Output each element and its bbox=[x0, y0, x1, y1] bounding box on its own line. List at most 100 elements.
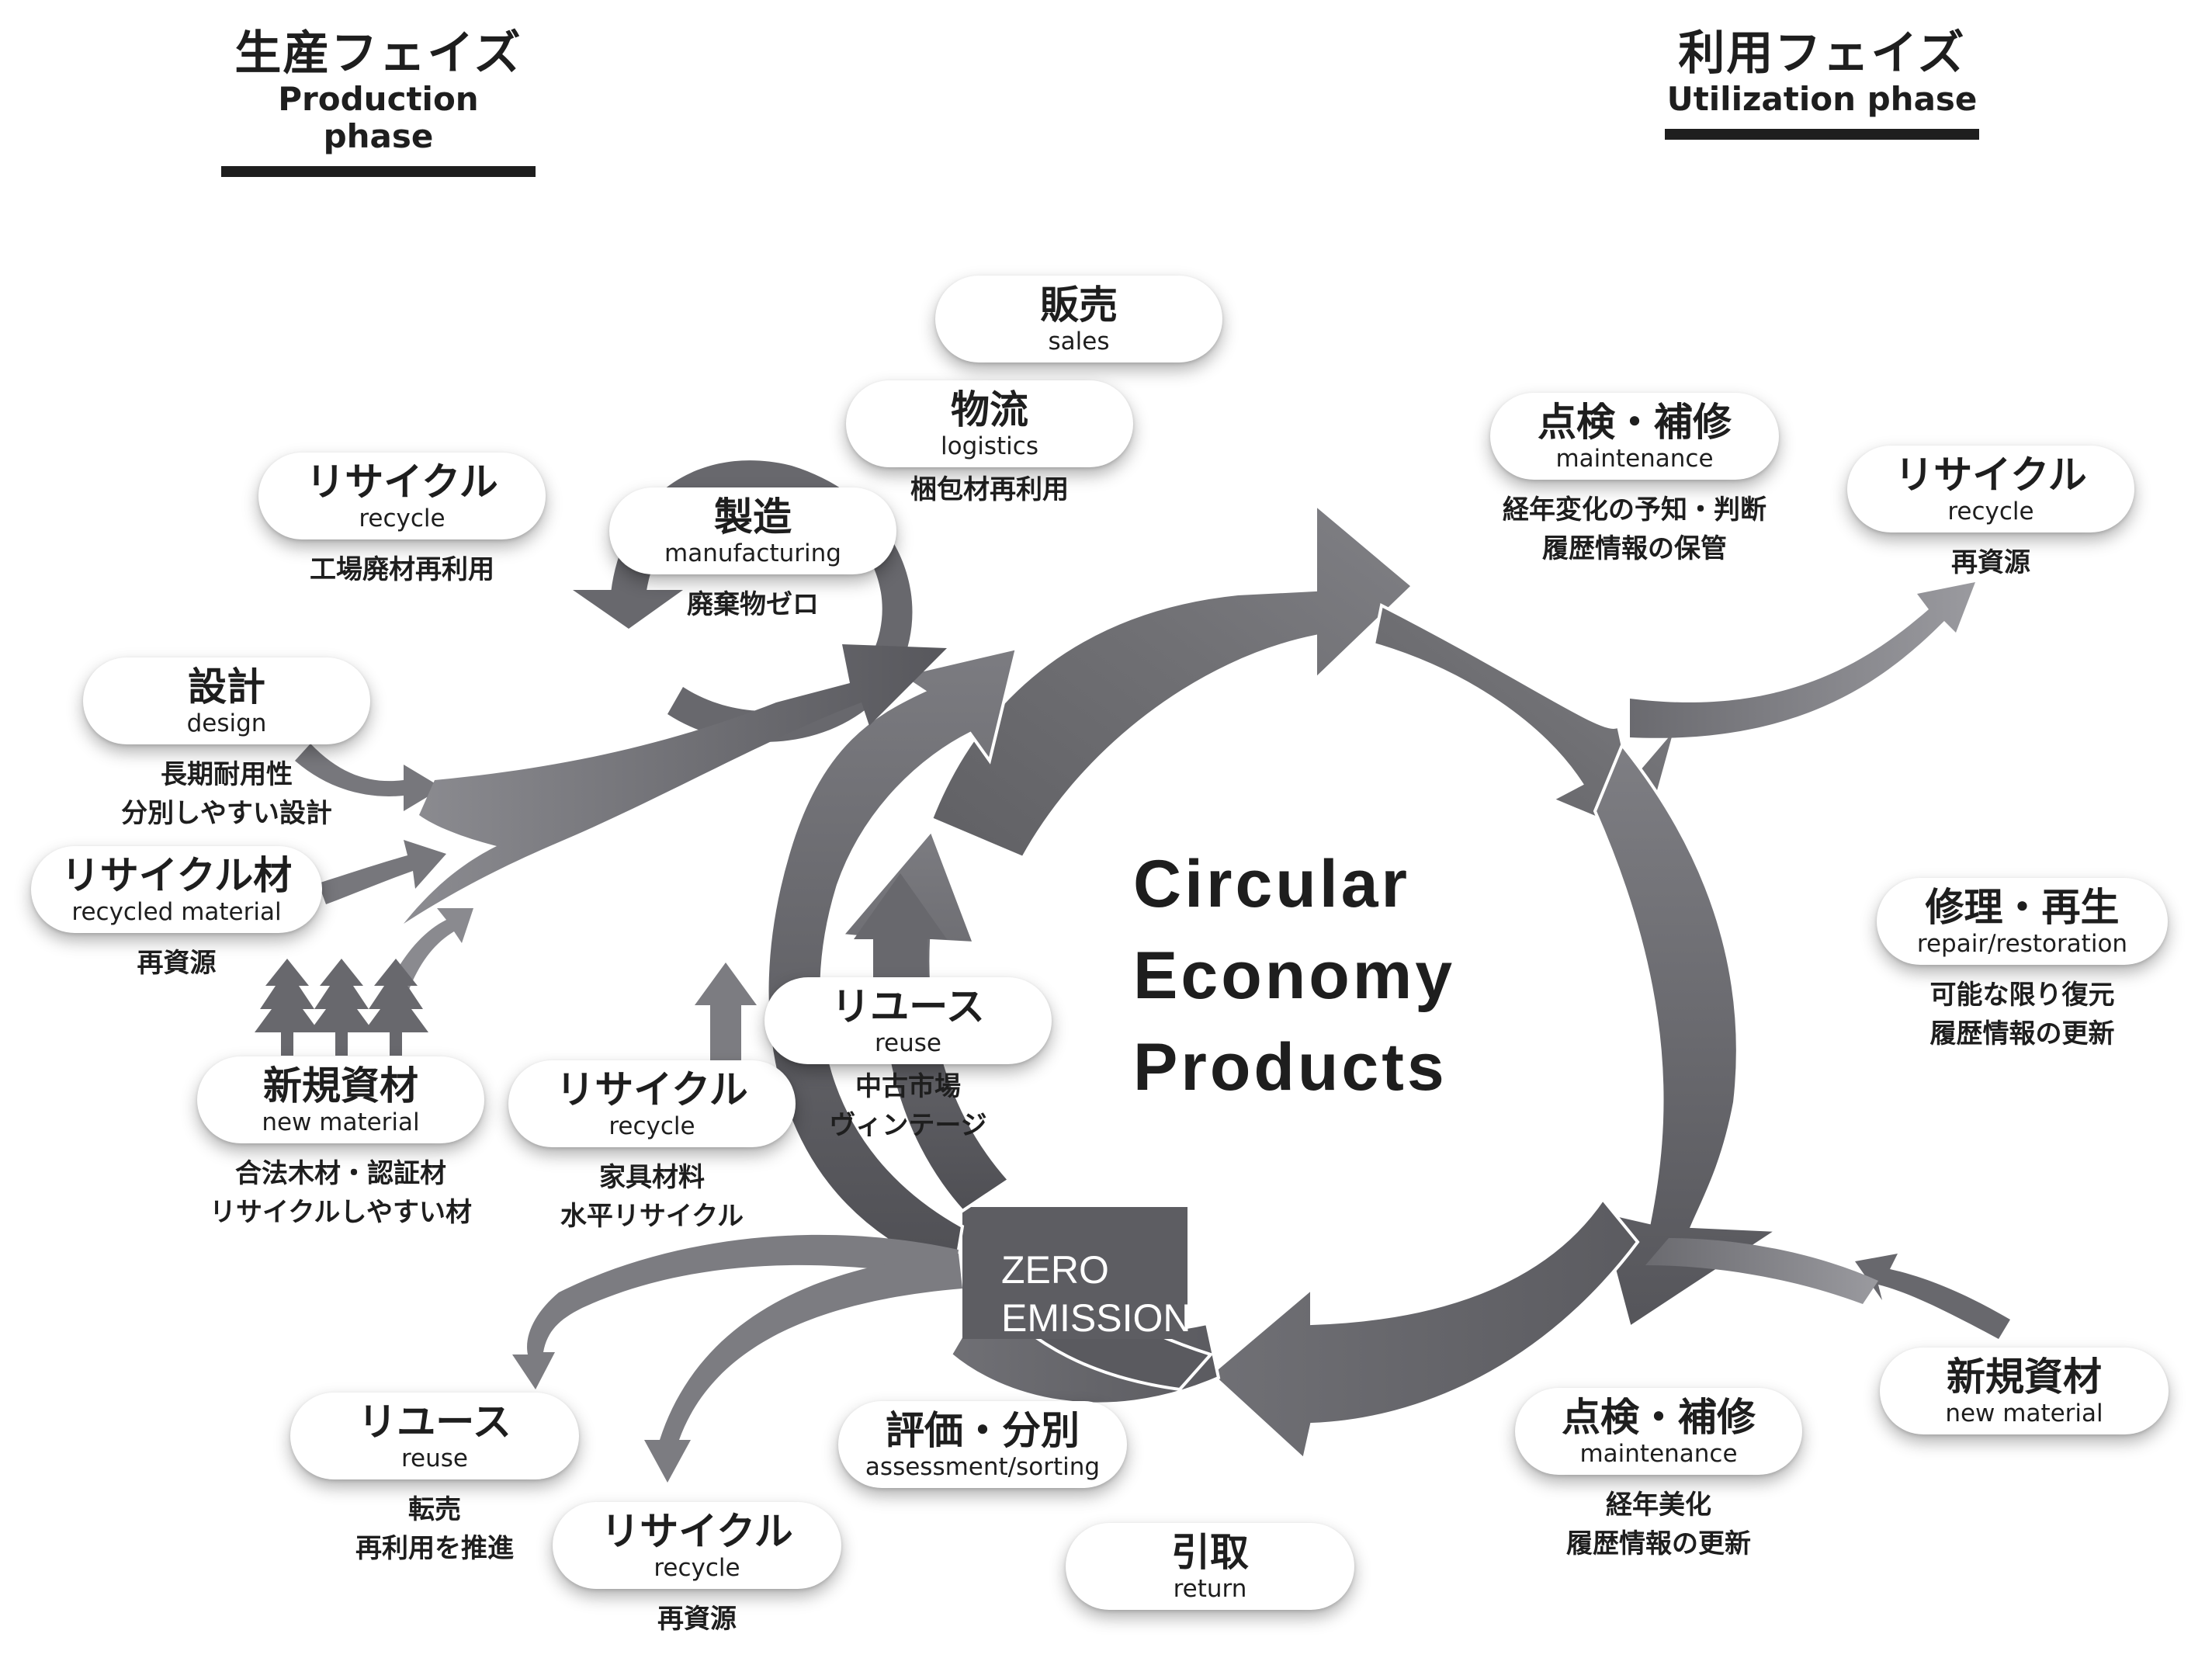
zero-emission-line1: ZERO bbox=[1001, 1248, 1109, 1292]
reuse-resale-note-1: 転売 bbox=[408, 1494, 461, 1525]
center-title-line2: Economy bbox=[1133, 938, 1456, 1013]
new-material-right-jp: 新規資材 bbox=[1947, 1354, 2102, 1400]
reuse-resale-pill: リユース reuse bbox=[290, 1393, 579, 1479]
reuse-vintage-note-2: ヴィンテージ bbox=[829, 1110, 987, 1141]
utilization-phase-header: 利用フェイズ Utilization phase bbox=[1665, 26, 1979, 140]
sales-en: sales bbox=[1048, 328, 1110, 356]
reuse-vintage-pill: リユース reuse bbox=[764, 977, 1052, 1064]
zero-emission-label: ZERO EMISSION bbox=[1001, 1246, 1191, 1342]
maintenance-bottom-jp: 点検・補修 bbox=[1562, 1395, 1756, 1440]
node-new-material-left: 新規資材 new material 合法木材・認証材 リサイクルしやすい材 bbox=[197, 1056, 484, 1232]
ring-arrow-right-down bbox=[1593, 742, 1783, 1330]
design-note-2: 分別しやすい設計 bbox=[121, 798, 332, 829]
new-material-left-note-2: リサイクルしやすい材 bbox=[210, 1197, 472, 1228]
maintenance-top-jp: 点検・補修 bbox=[1538, 400, 1732, 445]
recycle-factory-pill: リサイクル recycle bbox=[258, 453, 546, 539]
recycle-right-notes: 再資源 bbox=[1847, 543, 2134, 582]
ring-arrow-bottom bbox=[1208, 1196, 1640, 1462]
logistics-note-1: 梱包材再利用 bbox=[910, 474, 1069, 505]
node-recycle-furniture: リサイクル recycle 家具材料 水平リサイクル bbox=[508, 1060, 796, 1236]
recycle-furniture-pill: リサイクル recycle bbox=[508, 1060, 796, 1147]
recycle-bottom-en: recycle bbox=[654, 1554, 740, 1582]
reuse-vintage-note-1: 中古市場 bbox=[855, 1071, 961, 1102]
reuse-vintage-en: reuse bbox=[874, 1029, 941, 1057]
utilization-phase-jp: 利用フェイズ bbox=[1678, 26, 1966, 81]
recycle-right-jp: リサイクル bbox=[1895, 453, 2087, 498]
recycle-factory-jp: リサイクル bbox=[306, 460, 498, 505]
node-reuse-resale: リユース reuse 転売 再利用を推進 bbox=[290, 1393, 579, 1568]
repair-note-2: 履歴情報の更新 bbox=[1929, 1018, 2115, 1049]
maintenance-top-note-1: 経年変化の予知・判断 bbox=[1503, 494, 1766, 525]
center-title: Circular Economy Products bbox=[1133, 838, 1455, 1113]
center-title-line3: Products bbox=[1133, 1030, 1448, 1105]
new-material-right-pill: 新規資材 new material bbox=[1880, 1348, 2169, 1434]
repair-jp: 修理・再生 bbox=[1925, 885, 2120, 930]
design-pill: 設計 design bbox=[83, 657, 370, 744]
node-new-material-right: 新規資材 new material bbox=[1880, 1348, 2169, 1434]
manufacturing-notes: 廃棄物ゼロ bbox=[609, 585, 896, 624]
repair-en: repair/restoration bbox=[1916, 930, 2128, 958]
node-maintenance-bottom: 点検・補修 maintenance 経年美化 履歴情報の更新 bbox=[1515, 1388, 1802, 1563]
assessment-jp: 評価・分別 bbox=[886, 1408, 1080, 1453]
manufacturing-note-1: 廃棄物ゼロ bbox=[687, 589, 819, 620]
maintenance-top-en: maintenance bbox=[1555, 445, 1714, 473]
node-recycle-right: リサイクル recycle 再資源 bbox=[1847, 446, 2134, 582]
recycle-bottom-note-1: 再資源 bbox=[657, 1604, 737, 1635]
recycle-factory-en: recycle bbox=[359, 505, 446, 532]
recycle-furniture-en: recycle bbox=[608, 1112, 695, 1140]
reuse-resale-notes: 転売 再利用を推進 bbox=[290, 1490, 579, 1568]
new-material-feed-arrow bbox=[388, 908, 473, 994]
logistics-pill: 物流 logistics bbox=[846, 380, 1133, 467]
logistics-notes: 梱包材再利用 bbox=[846, 470, 1133, 509]
recycle-right-out-arrow bbox=[1630, 582, 1975, 738]
return-jp: 引取 bbox=[1171, 1530, 1249, 1575]
design-en: design bbox=[186, 709, 267, 737]
logistics-jp: 物流 bbox=[951, 387, 1028, 432]
recycle-furniture-note-2: 水平リサイクル bbox=[560, 1201, 744, 1232]
reuse-vintage-head bbox=[854, 873, 947, 939]
maintenance-bottom-en: maintenance bbox=[1579, 1440, 1738, 1468]
recycled-material-note-1: 再資源 bbox=[137, 948, 217, 979]
zero-emission-box bbox=[962, 1207, 1187, 1339]
recycle-factory-note-1: 工場廃材再利用 bbox=[310, 554, 494, 585]
sales-jp: 販売 bbox=[1040, 283, 1118, 328]
new-material-right-in-arrow bbox=[1855, 1254, 2010, 1339]
reuse-resale-jp: リユース bbox=[358, 1400, 511, 1445]
repair-note-1: 可能な限り復元 bbox=[1929, 980, 2115, 1011]
design-jp: 設計 bbox=[188, 664, 265, 709]
logistics-en: logistics bbox=[941, 432, 1038, 460]
node-reuse-vintage: リユース reuse 中古市場 ヴィンテージ bbox=[764, 977, 1052, 1145]
node-maintenance-top: 点検・補修 maintenance 経年変化の予知・判断 履歴情報の保管 bbox=[1490, 393, 1779, 568]
reuse-resale-note-2: 再利用を推進 bbox=[355, 1533, 514, 1564]
maintenance-bottom-note-1: 経年美化 bbox=[1606, 1490, 1711, 1521]
recycle-right-pill: リサイクル recycle bbox=[1847, 446, 2134, 532]
maintenance-top-notes: 経年変化の予知・判断 履歴情報の保管 bbox=[1490, 491, 1779, 568]
utilization-phase-en: Utilization phase bbox=[1666, 80, 1978, 118]
recycle-right-note-1: 再資源 bbox=[1951, 547, 2030, 578]
reuse-resale-branch-arrow bbox=[512, 1234, 959, 1389]
recycle-bottom-notes: 再資源 bbox=[553, 1600, 841, 1639]
node-return: 引取 return bbox=[1066, 1523, 1354, 1610]
maintenance-bottom-notes: 経年美化 履歴情報の更新 bbox=[1515, 1486, 1802, 1563]
new-material-left-note-1: 合法木材・認証材 bbox=[235, 1158, 446, 1189]
recycled-material-jp: リサイクル材 bbox=[61, 853, 293, 898]
production-phase-jp: 生産フェイズ bbox=[234, 26, 522, 81]
recycled-material-notes: 再資源 bbox=[31, 944, 322, 983]
recycle-furniture-shaft bbox=[710, 1001, 741, 1071]
production-phase-en: Production phase bbox=[278, 80, 479, 155]
design-feed-arrow bbox=[295, 744, 442, 811]
repair-pill: 修理・再生 repair/restoration bbox=[1877, 878, 2168, 965]
return-pill: 引取 return bbox=[1066, 1523, 1354, 1610]
recycle-furniture-jp: リサイクル bbox=[556, 1067, 748, 1112]
assessment-pill: 評価・分別 assessment/sorting bbox=[838, 1401, 1127, 1488]
recycled-material-pill: リサイクル材 recycled material bbox=[31, 846, 322, 933]
node-manufacturing: 製造 manufacturing 廃棄物ゼロ bbox=[609, 487, 896, 624]
recycled-material-feed-arrow bbox=[318, 840, 446, 904]
node-assessment: 評価・分別 assessment/sorting bbox=[838, 1401, 1127, 1488]
new-material-left-jp: 新規資材 bbox=[263, 1063, 418, 1108]
recycle-furniture-note-1: 家具材料 bbox=[599, 1162, 705, 1193]
design-note-1: 長期耐用性 bbox=[161, 759, 293, 790]
recycle-bottom-branch-arrow bbox=[644, 1254, 962, 1483]
maintenance-top-pill: 点検・補修 maintenance bbox=[1490, 393, 1779, 480]
